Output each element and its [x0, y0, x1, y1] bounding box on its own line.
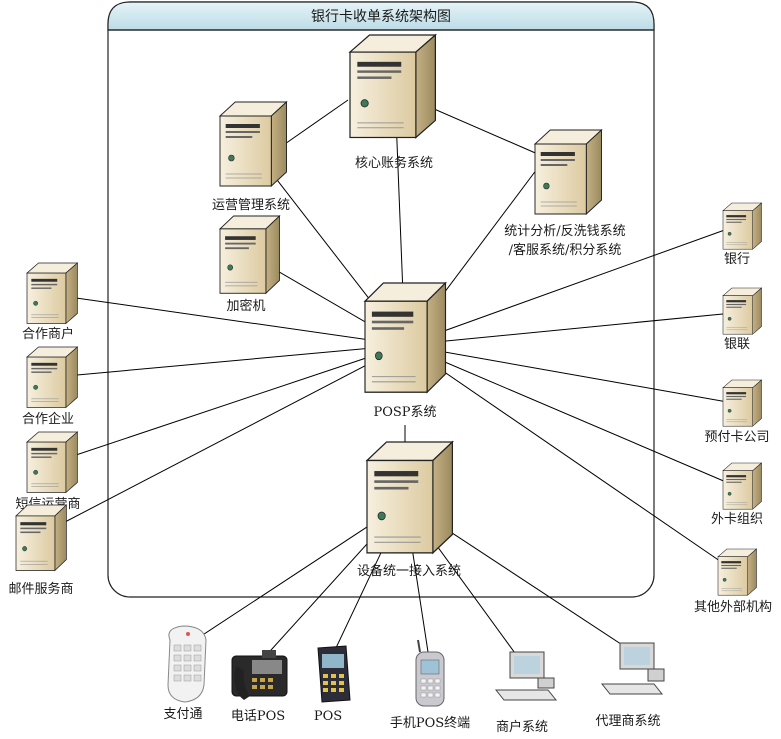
bank-server-icon	[722, 202, 762, 250]
foreign-card-server-icon	[722, 462, 762, 510]
other-external-server-icon	[717, 548, 757, 596]
merchant-system-label: 商户系统	[496, 719, 548, 735]
prepaid-server-icon	[722, 379, 762, 427]
encryptor-label: 加密机	[226, 298, 265, 314]
pos-label: POS	[314, 709, 342, 724]
other-external-label: 其他外部机构	[694, 600, 772, 615]
analytics-server-icon	[534, 129, 602, 215]
prepaid-label: 预付卡公司	[704, 430, 769, 445]
operations-label: 运营管理系统	[212, 198, 290, 213]
analytics-label-line1: 统计分析/反洗钱系统	[504, 224, 625, 239]
zhifutong-label: 支付通	[163, 707, 202, 722]
core-accounting-label: 核心账务系统	[355, 155, 433, 171]
agent-system-label: 代理商系统	[595, 714, 660, 729]
encryptor-server-icon	[219, 215, 280, 294]
merchant-system-computer-icon	[494, 651, 558, 701]
sms-provider-server-icon	[26, 431, 78, 493]
bank-label: 银行	[724, 252, 750, 267]
partner-company-label: 合作企业	[22, 411, 74, 427]
mail-provider-label: 邮件服务商	[8, 581, 73, 597]
mobile-pos-device-icon	[415, 639, 445, 707]
agent-system-computer-icon	[600, 642, 665, 695]
phone-pos-label: 电话POS	[231, 709, 285, 724]
device-access-label: 设备统一接入系统	[357, 563, 461, 579]
device-access-server-icon	[366, 441, 454, 554]
partner-company-server-icon	[26, 346, 78, 408]
mobile-pos-label: 手机POS终端	[390, 715, 470, 731]
foreign-card-label: 外卡组织	[711, 512, 763, 527]
diagram-title: 银行卡收单系统架构图	[311, 9, 451, 25]
partner-merchant-label: 合作商户	[22, 326, 74, 342]
unionpay-label: 银联	[724, 337, 750, 352]
unionpay-server-icon	[722, 287, 762, 335]
operations-server-icon	[219, 101, 287, 187]
pos-device-icon	[317, 645, 351, 703]
partner-merchant-server-icon	[26, 262, 78, 324]
zhifutong-device-icon	[167, 625, 207, 703]
core-accounting-server-icon	[349, 34, 437, 139]
posp-label: POSP系统	[373, 405, 436, 420]
analytics-label-line2: /客服系统/积分系统	[509, 242, 622, 258]
mail-provider-server-icon	[15, 504, 67, 571]
phone-pos-device-icon	[231, 650, 288, 700]
posp-server-icon	[364, 282, 447, 393]
